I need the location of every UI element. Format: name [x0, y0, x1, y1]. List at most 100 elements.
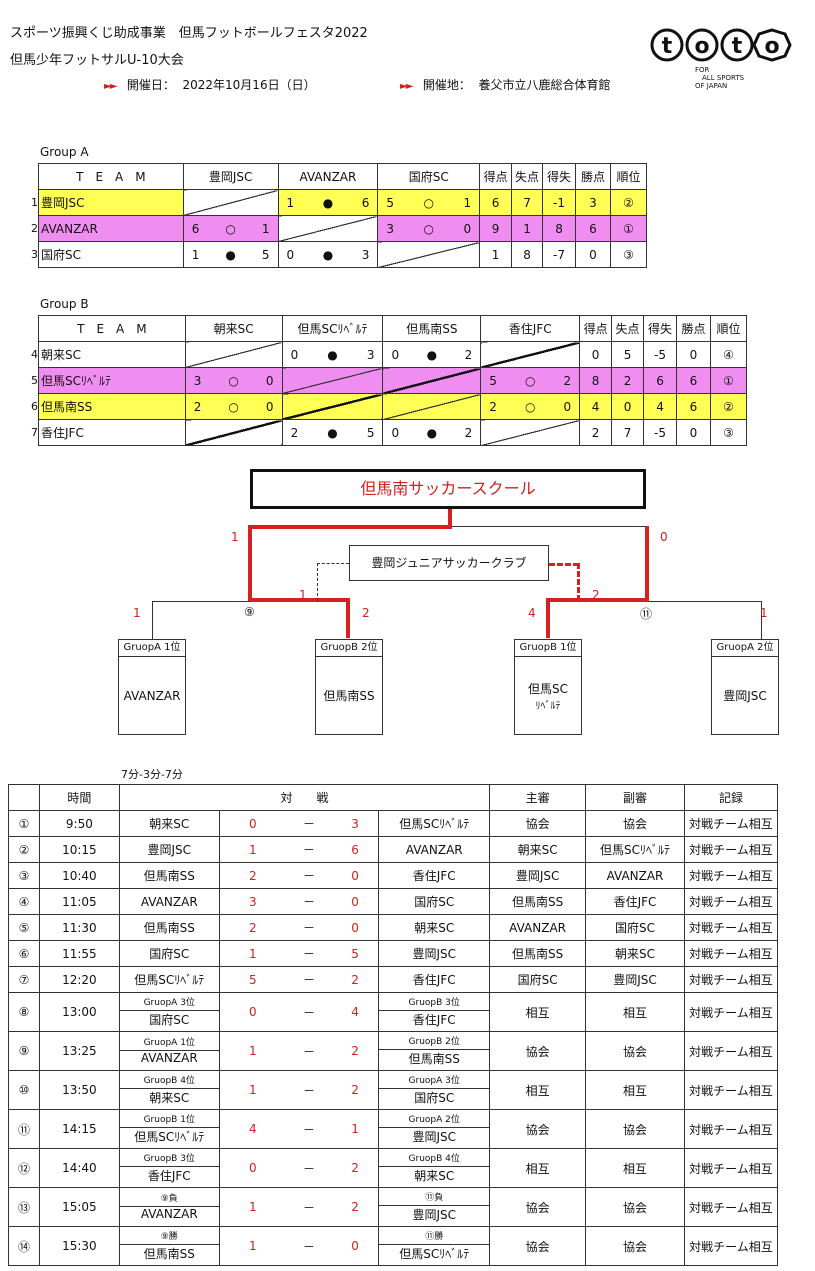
- referee: 豊岡JSC: [489, 862, 587, 889]
- recorder: 対戦チーム相互: [683, 1148, 779, 1188]
- header-cell: 勝点: [575, 163, 611, 190]
- score-dash: －: [286, 940, 332, 967]
- goals-against: 8: [511, 241, 544, 268]
- assistant-referee: 朝来SC: [585, 940, 685, 967]
- bracket-team-name: 豊岡JSC: [723, 689, 767, 703]
- goals-for: 8: [579, 367, 613, 394]
- home-team: 但馬南SS: [118, 862, 220, 889]
- semi2-right-score: 1: [760, 606, 768, 620]
- date-label: 開催日：: [126, 78, 175, 92]
- score-dash: －: [286, 888, 332, 915]
- goals-for: 2: [579, 419, 613, 446]
- home-seed-label: ⑨勝: [120, 1231, 219, 1245]
- recorder: 対戦チーム相互: [683, 836, 779, 863]
- goals-against: 7: [611, 419, 645, 446]
- semi-right-match: ⑪: [640, 607, 653, 621]
- away-team-name: 豊岡JSC: [412, 1207, 456, 1222]
- match-format: 7分-3分-7分: [121, 768, 183, 781]
- bracket-team-label: GruopA 2位: [712, 640, 778, 657]
- svg-text:t: t: [732, 34, 743, 59]
- result-cell: 2●5: [281, 419, 384, 446]
- venue-label: 開催地：: [422, 78, 471, 92]
- score-dash: －: [286, 1148, 332, 1188]
- header-cell: 順位: [709, 315, 748, 342]
- header-cell: AVANZAR: [277, 163, 379, 190]
- unplayed-cell: [382, 367, 482, 394]
- match-number: ④: [8, 888, 40, 915]
- home-score: 1: [219, 836, 287, 863]
- referee: 但馬南SS: [489, 940, 587, 967]
- recorder: 対戦チーム相互: [683, 862, 779, 889]
- match-time: 12:20: [38, 966, 120, 993]
- assistant-referee: 協会: [585, 1187, 685, 1227]
- row-number: 6: [31, 400, 38, 413]
- home-score: 1: [219, 1070, 287, 1110]
- referee: 相互: [489, 1070, 587, 1110]
- venue-line: ►► 開催地： 養父市立八鹿総合体育館: [400, 76, 611, 93]
- recorder: 対戦チーム相互: [683, 992, 779, 1032]
- result-cell: 3○0: [184, 367, 283, 394]
- recorder: 対戦チーム相互: [683, 966, 779, 993]
- venue-value: 養父市立八鹿総合体育館: [478, 78, 611, 92]
- away-team: 香住JFC: [378, 862, 491, 889]
- away-score: 6: [331, 836, 380, 863]
- unplayed-cell: [184, 419, 283, 446]
- assistant-referee: 相互: [585, 992, 685, 1032]
- home-team: AVANZAR: [118, 888, 220, 915]
- referee: 協会: [489, 1187, 587, 1227]
- away-score: 4: [331, 992, 380, 1032]
- score-dash: －: [286, 810, 332, 837]
- result-cell: 2○0: [480, 393, 581, 420]
- bracket-team: GruopA 1位 AVANZAR: [118, 639, 186, 735]
- goal-diff: -5: [643, 419, 678, 446]
- assistant-referee: 相互: [585, 1148, 685, 1188]
- match-number: ⑫: [8, 1148, 40, 1188]
- result-cell: 0●3: [277, 241, 379, 268]
- rank: ④: [709, 341, 748, 368]
- away-score: 2: [331, 1031, 380, 1071]
- header-cell: 朝来SC: [184, 315, 283, 342]
- away-score: 5: [331, 940, 380, 967]
- away-team: GruopB 4位朝来SC: [378, 1148, 491, 1188]
- svg-text:t: t: [662, 34, 673, 59]
- bracket-team-name: 但馬SC: [528, 681, 568, 696]
- header-cell: 得失: [542, 163, 577, 190]
- assistant-referee: 但馬SCﾘﾍﾞﾙﾃ: [585, 836, 685, 863]
- home-score: 0: [219, 810, 287, 837]
- score-dash: －: [286, 914, 332, 941]
- result-cell: 0●3: [281, 341, 384, 368]
- header-cell: 但馬南SS: [382, 315, 482, 342]
- self-match-cell: [480, 419, 581, 446]
- match-time: 13:00: [38, 992, 120, 1032]
- team-name: 朝来SC: [38, 341, 186, 368]
- result-cell: 0●2: [382, 341, 482, 368]
- goal-diff: -5: [643, 341, 678, 368]
- home-team: GruopB 1位但馬SCﾘﾍﾞﾙﾃ: [118, 1109, 220, 1149]
- points: 0: [676, 341, 711, 368]
- home-seed-label: GruopA 1位: [120, 1037, 219, 1051]
- table-row: AVANZAR 6○1 3○0 9 1 8 6 ①: [38, 215, 648, 242]
- away-team: GruopB 3位香住JFC: [378, 992, 491, 1032]
- home-team: 豊岡JSC: [118, 836, 220, 863]
- away-score: 2: [331, 1187, 380, 1227]
- table-header: 時間 対 戦 主審 副審 記録: [8, 784, 779, 811]
- away-team-name: 国府SC: [414, 1090, 455, 1105]
- referee: 相互: [489, 1148, 587, 1188]
- home-team: 国府SC: [118, 940, 220, 967]
- match-time: 14:15: [38, 1109, 120, 1149]
- home-team: 但馬SCﾘﾍﾞﾙﾃ: [118, 966, 220, 993]
- away-team: AVANZAR: [378, 836, 491, 863]
- tournament-name: 但馬少年フットサルU-10大会: [10, 53, 184, 68]
- assistant-referee: 協会: [585, 1226, 685, 1266]
- result-cell: 3○0: [377, 215, 481, 242]
- header-cell: 失点: [611, 315, 645, 342]
- unplayed-cell: [281, 393, 384, 420]
- goals-for: 9: [479, 215, 513, 242]
- result-cell: 6○1: [182, 215, 279, 242]
- table-row: 香住JFC 2●5 0●2 2 7 -5 0 ③: [38, 419, 748, 446]
- group-b-title: Group B: [40, 297, 89, 311]
